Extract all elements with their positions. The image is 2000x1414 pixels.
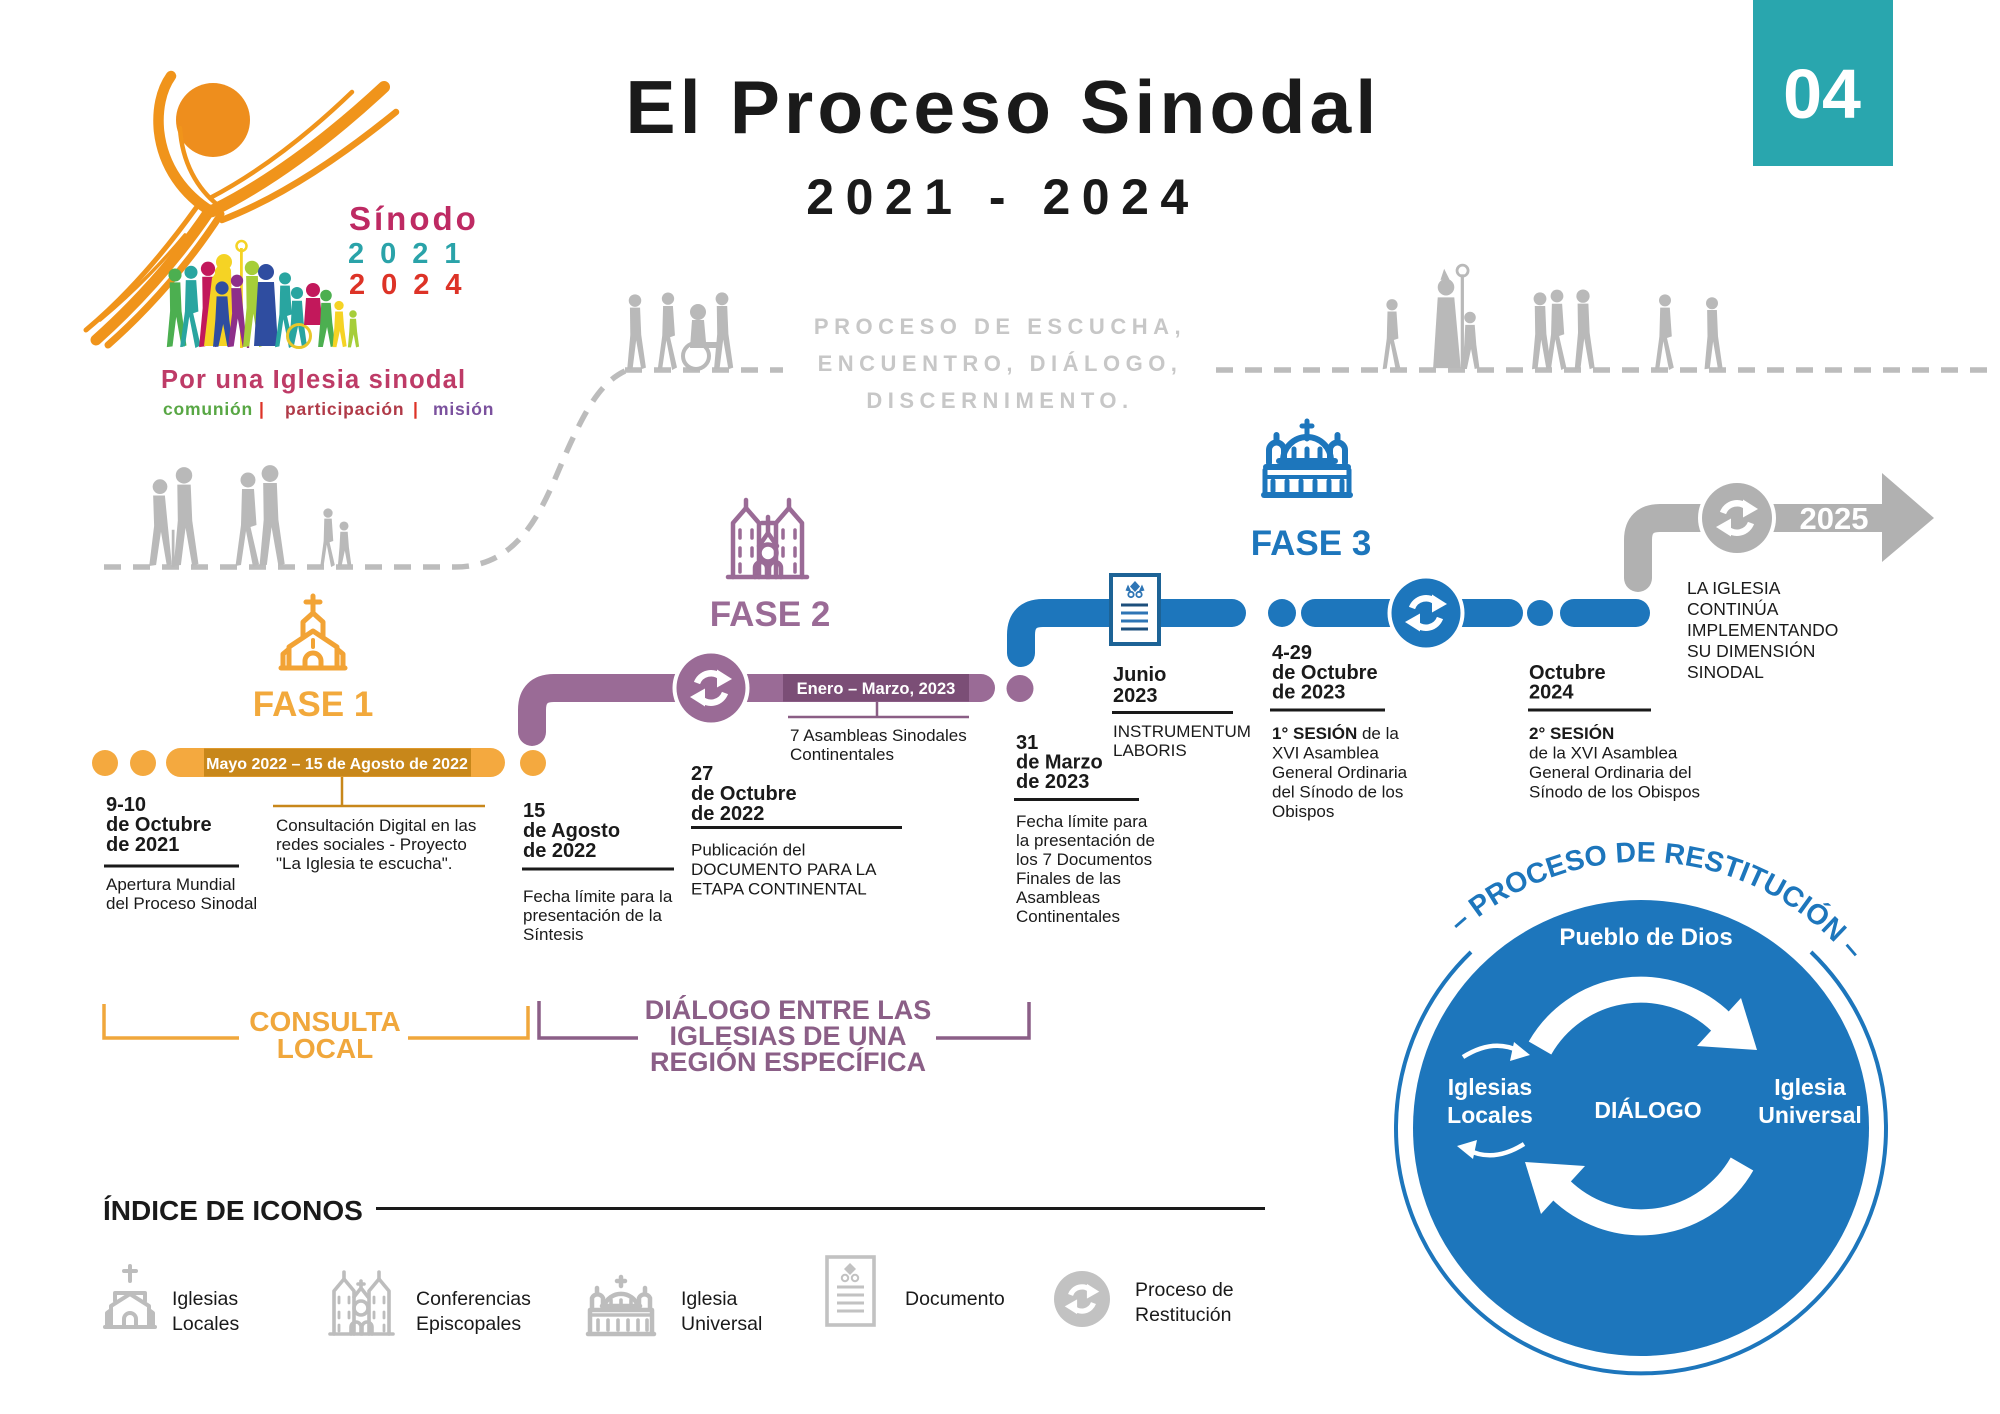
svg-text:Continentales: Continentales <box>790 745 894 764</box>
svg-text:Síntesis: Síntesis <box>523 925 583 944</box>
svg-text:de la XVI Asamblea: de la XVI Asamblea <box>1529 744 1678 763</box>
svg-text:INSTRUMENTUM: INSTRUMENTUM <box>1113 722 1251 741</box>
svg-text:redes sociales - Proyecto: redes sociales - Proyecto <box>276 835 467 854</box>
svg-text:04: 04 <box>1783 55 1861 133</box>
svg-text:CONTINÚA: CONTINÚA <box>1687 598 1779 619</box>
svg-text:Asambleas: Asambleas <box>1016 888 1100 907</box>
svg-text:27: 27 <box>691 763 713 785</box>
svg-text:Sínodo: Sínodo <box>349 200 479 237</box>
svg-text:Obispos: Obispos <box>1272 802 1334 821</box>
svg-text:ETAPA CONTINENTAL: ETAPA CONTINENTAL <box>691 880 867 899</box>
svg-text:DIÁLOGO ENTRE LAS: DIÁLOGO ENTRE LAS <box>645 994 932 1025</box>
svg-text:2024: 2024 <box>1529 682 1574 704</box>
svg-text:IGLESIAS DE UNA: IGLESIAS DE UNA <box>669 1021 906 1051</box>
svg-text:Documento: Documento <box>905 1288 1005 1310</box>
svg-text:Finales de las: Finales de las <box>1016 869 1121 888</box>
svg-text:"La Iglesia te escucha".: "La Iglesia te escucha". <box>276 854 453 873</box>
svg-text:Apertura Mundial: Apertura Mundial <box>106 875 235 894</box>
svg-text:2021: 2021 <box>348 238 477 270</box>
svg-text:Iglesia: Iglesia <box>681 1288 738 1310</box>
svg-text:FASE 1: FASE 1 <box>253 685 374 724</box>
svg-text:de 2022: de 2022 <box>691 803 764 825</box>
svg-text:comunión: comunión <box>163 399 253 419</box>
svg-text:Junio: Junio <box>1113 664 1166 686</box>
svg-text:IMPLEMENTANDO: IMPLEMENTANDO <box>1687 620 1838 640</box>
svg-text:Iglesias: Iglesias <box>1448 1074 1532 1100</box>
svg-text:FASE 3: FASE 3 <box>1251 524 1372 563</box>
svg-text:Proceso de: Proceso de <box>1135 1279 1234 1301</box>
svg-text:DISCERNIMENTO.: DISCERNIMENTO. <box>866 388 1133 413</box>
svg-text:FASE 2: FASE 2 <box>710 595 831 634</box>
svg-text:|: | <box>259 399 265 419</box>
svg-text:Episcopales: Episcopales <box>416 1313 521 1335</box>
svg-text:participación: participación <box>285 399 404 419</box>
svg-text:LABORIS: LABORIS <box>1113 741 1187 760</box>
svg-text:Publicación del: Publicación del <box>691 841 805 860</box>
svg-text:ÍNDICE DE ICONOS: ÍNDICE DE ICONOS <box>103 1195 363 1226</box>
svg-text:SINODAL: SINODAL <box>1687 662 1764 682</box>
svg-text:Fecha límite para: Fecha límite para <box>1016 812 1148 831</box>
svg-text:Restitución: Restitución <box>1135 1304 1231 1326</box>
svg-text:del Sínodo de los: del Sínodo de los <box>1272 783 1403 802</box>
svg-text:REGIÓN ESPECÍFICA: REGIÓN ESPECÍFICA <box>650 1046 926 1077</box>
svg-text:9-10: 9-10 <box>106 794 146 816</box>
svg-text:DOCUMENTO PARA LA: DOCUMENTO PARA LA <box>691 860 877 879</box>
svg-text:presentación de la: presentación de la <box>523 906 662 925</box>
svg-text:Mayo 2022 – 15 de Agosto de 20: Mayo 2022 – 15 de Agosto de 2022 <box>206 756 468 773</box>
svg-text:Iglesia: Iglesia <box>1774 1074 1846 1100</box>
svg-text:DIÁLOGO: DIÁLOGO <box>1594 1096 1701 1123</box>
svg-text:la presentación de: la presentación de <box>1016 831 1155 850</box>
svg-text:Sínodo de los Obispos: Sínodo de los Obispos <box>1529 783 1700 802</box>
svg-text:los 7 Documentos: los 7 Documentos <box>1016 850 1152 869</box>
svg-text:SU DIMENSIÓN: SU DIMENSIÓN <box>1687 640 1815 661</box>
svg-text:LA IGLESIA: LA IGLESIA <box>1687 578 1781 598</box>
svg-text:XVI Asamblea: XVI Asamblea <box>1272 744 1379 763</box>
svg-text:Iglesias: Iglesias <box>172 1288 238 1310</box>
svg-text:4-29: 4-29 <box>1272 642 1312 664</box>
svg-text:de 2023: de 2023 <box>1272 682 1345 704</box>
svg-text:Locales: Locales <box>1447 1102 1533 1128</box>
svg-text:de Marzo: de Marzo <box>1016 752 1103 774</box>
svg-text:LOCAL: LOCAL <box>277 1033 373 1064</box>
svg-text:Por una Iglesia sinodal: Por una Iglesia sinodal <box>161 366 466 394</box>
svg-text:2024: 2024 <box>349 269 478 301</box>
svg-text:ENCUENTRO, DIÁLOGO,: ENCUENTRO, DIÁLOGO, <box>818 351 1183 376</box>
svg-text:Fecha límite para la: Fecha límite para la <box>523 887 673 906</box>
svg-text:El Proceso Sinodal: El Proceso Sinodal <box>626 65 1381 149</box>
svg-text:General Ordinaria: General Ordinaria <box>1272 763 1408 782</box>
svg-text:CONSULTA: CONSULTA <box>249 1006 400 1037</box>
svg-text:de Octubre: de Octubre <box>106 814 212 836</box>
svg-text:de Octubre: de Octubre <box>1272 662 1378 684</box>
svg-text:de Octubre: de Octubre <box>691 783 797 805</box>
svg-text:Consultación Digital en las: Consultación Digital en las <box>276 816 476 835</box>
svg-text:15: 15 <box>523 800 545 822</box>
svg-text:31: 31 <box>1016 732 1038 754</box>
svg-text:2025: 2025 <box>1800 501 1869 536</box>
svg-text:del Proceso Sinodal: del Proceso Sinodal <box>106 894 257 913</box>
svg-text:2023: 2023 <box>1113 685 1158 707</box>
svg-text:|: | <box>413 399 419 419</box>
svg-text:de 2021: de 2021 <box>106 834 179 856</box>
svg-text:Universal: Universal <box>1758 1102 1862 1128</box>
svg-text:Conferencias: Conferencias <box>416 1288 531 1310</box>
svg-text:Enero – Marzo, 2023: Enero – Marzo, 2023 <box>797 680 956 698</box>
svg-text:General Ordinaria del: General Ordinaria del <box>1529 763 1692 782</box>
svg-text:de 2022: de 2022 <box>523 840 596 862</box>
svg-text:de Agosto: de Agosto <box>523 820 620 842</box>
svg-text:7 Asambleas Sinodales: 7 Asambleas Sinodales <box>790 726 967 745</box>
svg-text:Pueblo de Dios: Pueblo de Dios <box>1559 924 1732 951</box>
svg-text:2021 - 2024: 2021 - 2024 <box>806 169 1199 225</box>
svg-text:1° SESIÓN de la: 1° SESIÓN de la <box>1272 724 1399 743</box>
svg-text:Continentales: Continentales <box>1016 907 1120 926</box>
svg-text:Locales: Locales <box>172 1313 239 1335</box>
svg-text:Octubre: Octubre <box>1529 662 1606 684</box>
svg-text:misión: misión <box>433 399 494 419</box>
svg-text:Universal: Universal <box>681 1313 762 1335</box>
svg-text:2° SESIÓN: 2° SESIÓN <box>1529 724 1614 743</box>
svg-text:de 2023: de 2023 <box>1016 771 1089 793</box>
svg-text:PROCESO DE ESCUCHA,: PROCESO DE ESCUCHA, <box>814 314 1186 339</box>
